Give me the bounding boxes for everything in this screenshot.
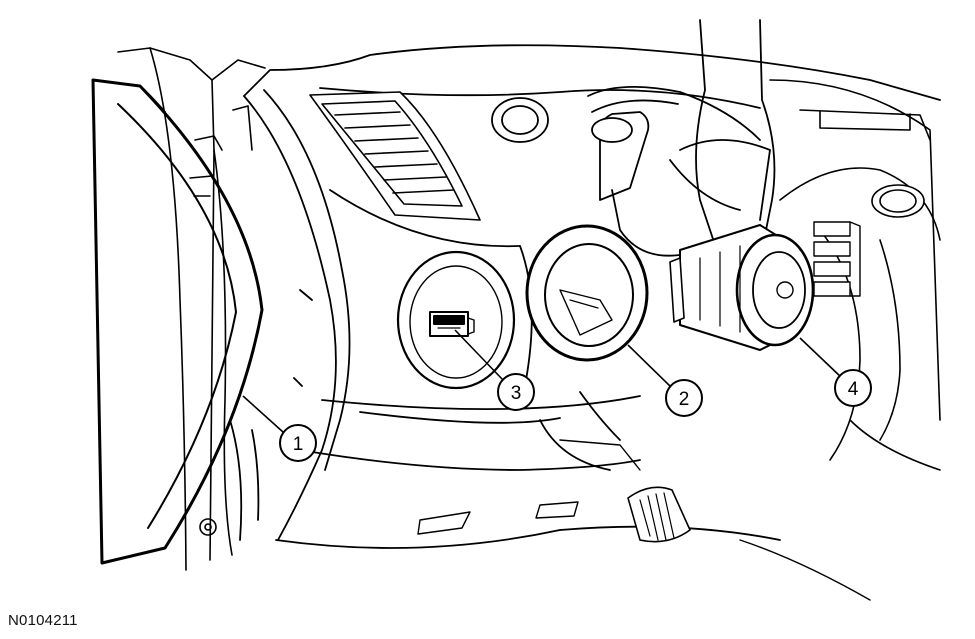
instrument-panel-outline (275, 87, 781, 549)
callout-label: 1 (293, 434, 304, 455)
electrical-connector (429, 311, 475, 337)
figure-id: N0104211 (8, 612, 78, 629)
leader-line-4 (799, 337, 843, 379)
callout-3: 3 (497, 373, 535, 411)
leader-line-3 (454, 329, 504, 381)
switch-buttons (813, 221, 861, 297)
switch-opening (396, 250, 516, 390)
door-frame-outline (117, 47, 266, 571)
steering-column (491, 19, 776, 261)
callout-leaders (242, 329, 843, 433)
callout-1: 1 (279, 424, 317, 462)
instrument-cluster (769, 79, 941, 471)
leader-line-2 (627, 344, 673, 389)
leader-line-1 (242, 395, 284, 433)
callout-label: 3 (511, 383, 522, 404)
dash-side-trim (229, 44, 941, 541)
side-trim-panel (91, 78, 264, 565)
callout-label: 2 (679, 389, 690, 410)
callout-2: 2 (665, 379, 703, 417)
headlamp-switch (669, 221, 861, 351)
callout-label: 4 (848, 379, 859, 400)
air-vent (309, 91, 481, 221)
floor-vent (627, 486, 691, 543)
lower-panel-details (417, 439, 871, 601)
switch-bezel-ring (525, 224, 649, 362)
callout-4: 4 (834, 369, 872, 407)
